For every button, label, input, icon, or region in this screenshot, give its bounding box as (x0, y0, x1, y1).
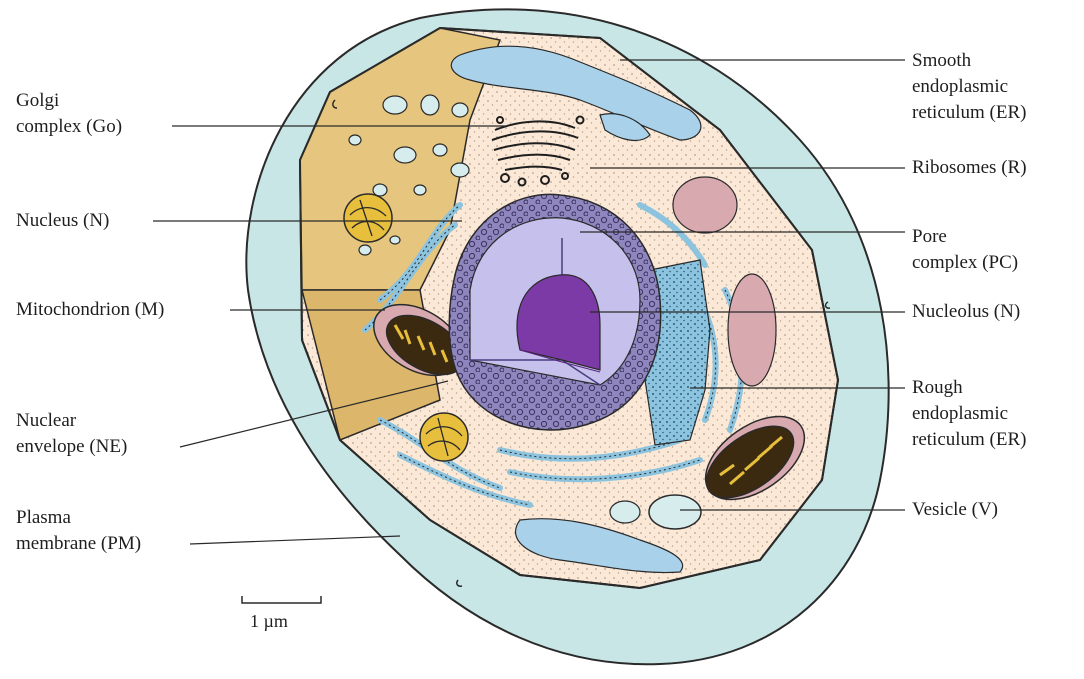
label-nucleus: Nucleus (N) (16, 208, 109, 234)
mitochondrion-small-2 (420, 413, 468, 461)
mitochondrion-small-1 (344, 194, 392, 242)
label-nucleolus: Nucleolus (N) (912, 299, 1020, 325)
label-golgi-complex: Golgi complex (Go) (16, 88, 122, 140)
scale-bar (242, 596, 321, 603)
label-plasma-membrane: Plasma membrane (PM) (16, 505, 141, 557)
vacuole-right (728, 274, 776, 386)
vesicle (649, 495, 701, 529)
label-smooth-er: Smooth endoplasmic reticulum (ER) (912, 48, 1027, 126)
label-mitochondrion: Mitochondrion (M) (16, 297, 164, 323)
vacuole-top (673, 177, 737, 233)
label-pore-complex: Pore complex (PC) (912, 224, 1018, 276)
scale-bar-label: 1 µm (250, 608, 288, 634)
label-rough-er: Rough endoplasmic reticulum (ER) (912, 375, 1027, 453)
label-ribosomes: Ribosomes (R) (912, 155, 1027, 181)
label-vesicle: Vesicle (V) (912, 497, 998, 523)
label-nuclear-envelope: Nuclear envelope (NE) (16, 408, 127, 460)
